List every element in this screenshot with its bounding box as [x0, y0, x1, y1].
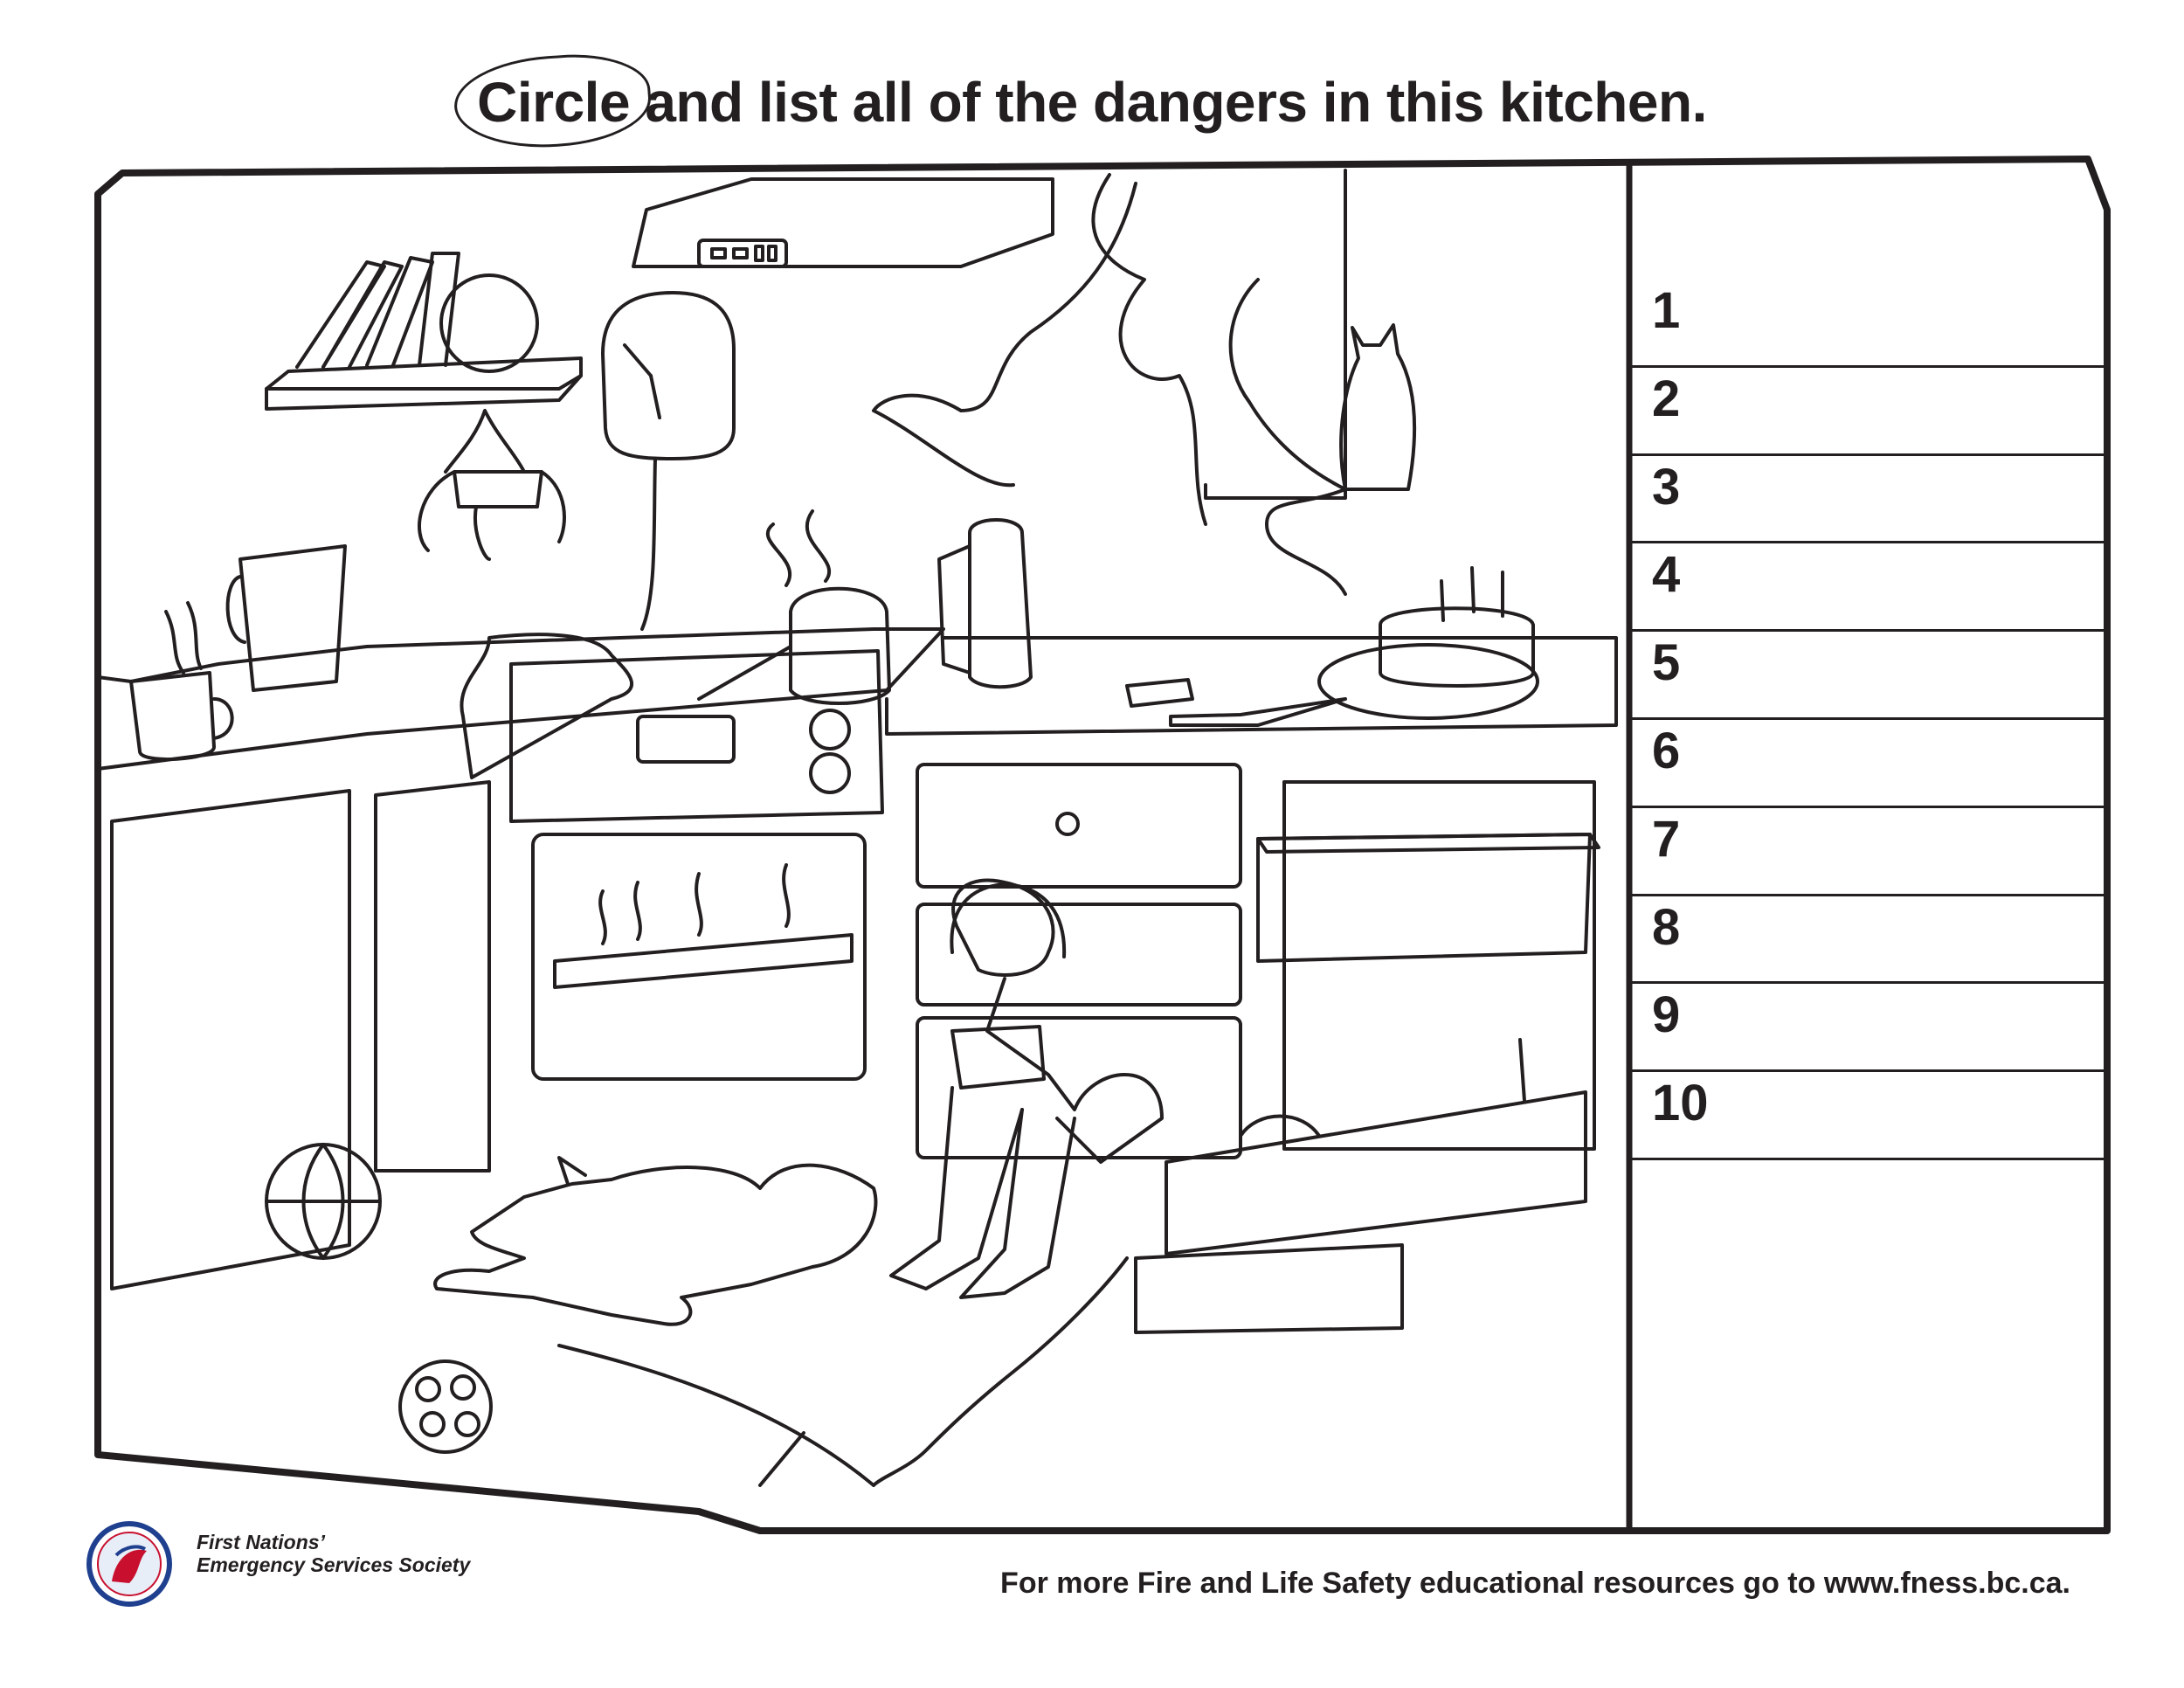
answer-row-10[interactable]: 10 [1629, 1072, 2105, 1160]
answer-row-7[interactable]: 7 [1629, 808, 2105, 896]
organization-name: First Nations’ Emergency Services Societ… [197, 1531, 470, 1576]
answer-row-6[interactable]: 6 [1629, 720, 2105, 808]
answer-row-3[interactable]: 3 [1629, 456, 2105, 544]
basketball [265, 1143, 382, 1260]
dishwasher-upper-rack [1256, 833, 1600, 963]
title-circled-word: Circle [477, 71, 631, 134]
answer-number: 7 [1652, 810, 1681, 868]
paper-towel-roll [937, 518, 1033, 689]
cooking-pot [697, 586, 891, 705]
answer-line[interactable] [1680, 808, 2105, 861]
answer-line[interactable] [1680, 984, 2105, 1036]
answer-line[interactable] [1709, 1072, 2105, 1124]
wall-clock [601, 291, 736, 631]
right-cabinets [916, 763, 1596, 1159]
answer-line[interactable] [1680, 896, 2105, 949]
window-with-curtain [872, 169, 1417, 596]
range-hood [632, 177, 1054, 268]
answer-number: 3 [1652, 458, 1681, 515]
fishbowl [439, 273, 539, 373]
left-cabinets [110, 780, 491, 1290]
title-rest: and list all of the dangers in this kitc… [630, 71, 1707, 134]
dog [433, 1156, 878, 1326]
toy-ball [398, 1359, 493, 1454]
kettle [225, 544, 347, 692]
answer-number: 5 [1652, 634, 1681, 692]
answer-row-2[interactable]: 2 [1629, 368, 2105, 456]
answer-row-1[interactable]: 1 [1629, 280, 2105, 368]
answer-number: 10 [1652, 1075, 1709, 1132]
answer-row-8[interactable]: 8 [1629, 896, 2105, 985]
oven-rack [553, 933, 854, 989]
organization-line-2: Emergency Services Society [197, 1553, 471, 1576]
stove [460, 509, 891, 1081]
answer-number: 9 [1652, 986, 1681, 1044]
answer-number: 1 [1652, 282, 1681, 339]
answer-number: 6 [1652, 722, 1681, 779]
floor-rug [557, 1344, 875, 1487]
tea-mug [129, 601, 234, 761]
answer-line[interactable] [1680, 280, 2105, 332]
tablet [950, 1025, 1046, 1090]
organization-line-1: First Nations’ [197, 1531, 325, 1553]
birthday-cake [1317, 566, 1539, 720]
fness-emblem-icon [86, 1521, 172, 1607]
answer-row-9[interactable]: 9 [1629, 984, 2105, 1073]
right-counter [885, 636, 1618, 736]
wall-shelf [265, 252, 583, 561]
answer-list: 1 2 3 4 5 6 7 8 9 10 [1629, 280, 2105, 1160]
worksheet-frame [94, 156, 2111, 1534]
hanging-plant [418, 470, 566, 561]
knife [1169, 697, 1347, 727]
answer-line[interactable] [1680, 632, 2105, 684]
lighter [1125, 678, 1194, 708]
answer-number: 4 [1652, 546, 1681, 604]
child-with-headphones [889, 878, 1164, 1299]
cat [1339, 323, 1417, 491]
dish-towel [460, 633, 634, 779]
answer-number: 2 [1652, 370, 1681, 427]
answer-row-5[interactable]: 5 [1629, 632, 2105, 720]
cat-tail-floor [872, 1256, 1129, 1487]
answer-row-4[interactable]: 4 [1629, 543, 2105, 633]
oven-door [531, 833, 867, 1081]
left-counter [96, 627, 945, 771]
dishwasher-lower-rack [1134, 1038, 1587, 1334]
answer-line[interactable] [1680, 720, 2105, 772]
footer-resources-text: For more Fire and Life Safety educationa… [1000, 1567, 2070, 1600]
answer-line[interactable] [1680, 368, 2105, 420]
worksheet-title: Circle and list all of the dangers in th… [0, 70, 2184, 135]
answer-line[interactable] [1680, 456, 2105, 508]
answer-line[interactable] [1680, 543, 2105, 596]
answer-number: 8 [1652, 898, 1681, 956]
